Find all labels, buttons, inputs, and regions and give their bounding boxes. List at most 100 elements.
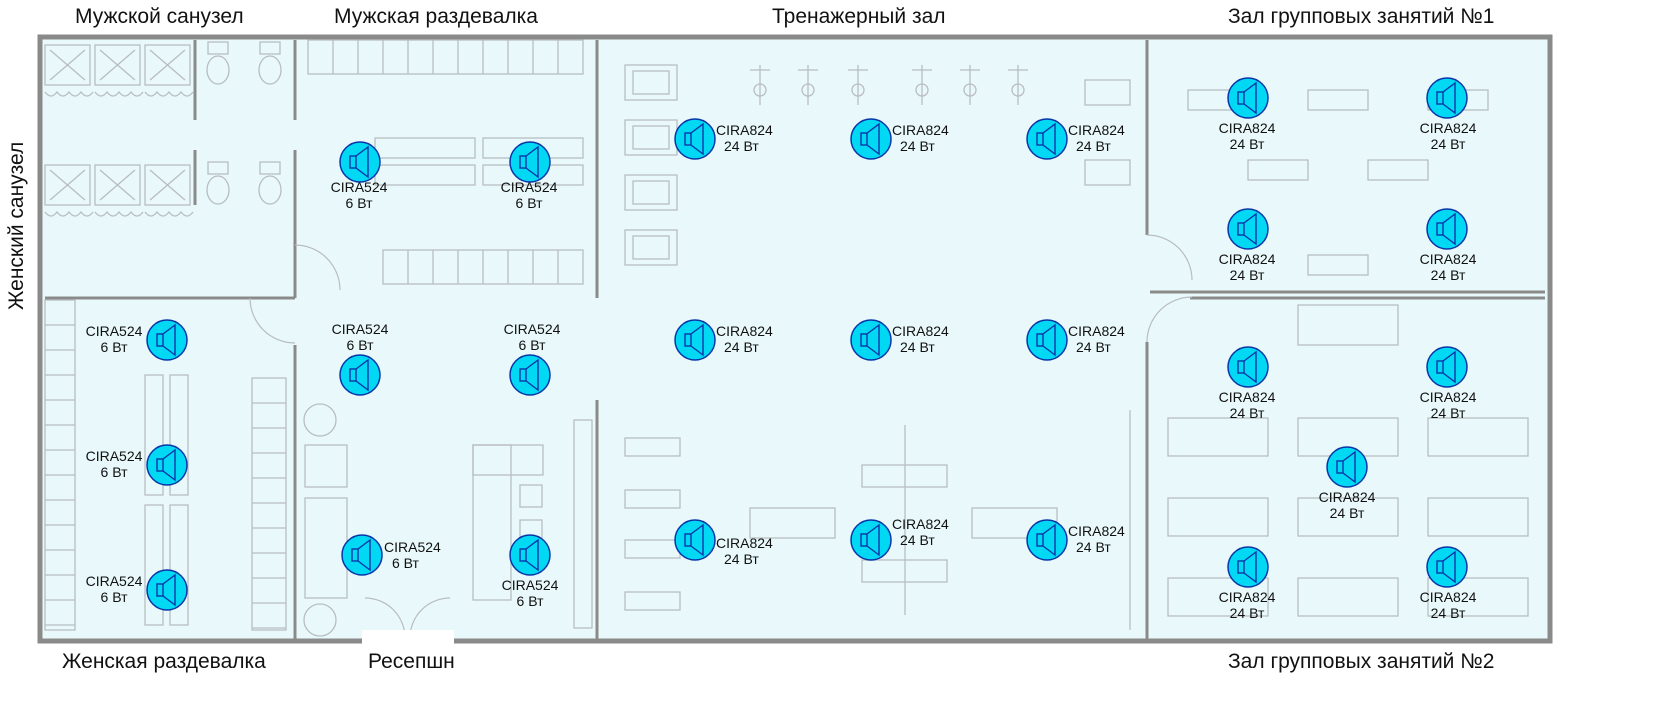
smith-machine — [861, 464, 948, 488]
speaker-icon — [146, 444, 188, 486]
speaker-icon — [1026, 319, 1068, 361]
speaker-icon — [146, 569, 188, 611]
toilet — [259, 41, 281, 55]
speaker-model-label: CIRA824 — [1420, 251, 1477, 267]
speaker-model-label: CIRA824 — [1219, 389, 1276, 405]
speaker-icon — [162, 448, 176, 482]
shower-cabin — [144, 44, 191, 86]
speaker-icon — [519, 548, 527, 562]
speaker-icon — [525, 145, 539, 179]
speaker-icon — [146, 319, 188, 361]
speaker-icon — [339, 354, 381, 396]
room-label-mens-locker: Мужская раздевалка — [334, 5, 538, 28]
speaker-model-label: CIRA524 — [86, 323, 143, 339]
speaker-power-label: 24 Вт — [1076, 138, 1111, 154]
speaker-icon — [162, 573, 176, 607]
speaker-icon — [1036, 333, 1044, 347]
speaker-icon — [349, 368, 357, 382]
speaker-model-label: CIRA824 — [1219, 120, 1276, 136]
room-label-gym: Тренажерный зал — [772, 5, 946, 28]
speaker-icon — [684, 533, 692, 547]
speaker-icon — [684, 333, 692, 347]
shower-cabin — [99, 169, 136, 201]
speaker-power-label: 24 Вт — [1431, 267, 1466, 283]
speaker-icon — [1436, 222, 1444, 236]
plant — [303, 603, 337, 637]
speaker-icon — [1227, 208, 1269, 250]
speaker-icon — [1342, 450, 1356, 484]
room-label-womens-locker: Женская раздевалка — [62, 650, 266, 673]
speaker-icon — [1237, 360, 1245, 374]
speaker-icon — [349, 155, 357, 169]
mat — [1167, 577, 1269, 617]
speaker-power-label: 24 Вт — [1431, 405, 1466, 421]
door-swing — [1146, 234, 1193, 281]
speaker-power-label: 24 Вт — [1431, 605, 1466, 621]
speaker-model-label: CIRA824 — [1068, 523, 1125, 539]
speaker-power-label: 6 Вт — [392, 555, 420, 571]
speaker-model-label: CIRA824 — [716, 122, 773, 138]
speaker-icon — [1243, 81, 1257, 115]
speaker-power-label: 24 Вт — [724, 551, 759, 567]
shower-curtain — [44, 90, 94, 97]
speaker-icon — [1426, 77, 1468, 119]
speaker-icon — [1042, 323, 1056, 357]
speaker-icon — [1426, 546, 1468, 588]
toilet — [206, 55, 230, 85]
speaker-power-label: 6 Вт — [101, 339, 129, 355]
weight-machine — [1084, 79, 1131, 106]
speaker-icon — [1243, 550, 1257, 584]
speaker-icon — [690, 523, 704, 557]
speaker-power-label: 6 Вт — [347, 337, 375, 353]
speaker-icon — [1426, 346, 1468, 388]
speaker-icon — [674, 319, 716, 361]
speaker-power-label: 6 Вт — [517, 593, 545, 609]
speaker-icon — [850, 118, 892, 160]
treadmill — [624, 64, 678, 101]
speaker-icon — [156, 458, 164, 472]
speaker-power-label: 24 Вт — [724, 339, 759, 355]
speaker-icon — [1227, 346, 1269, 388]
speaker-icon — [351, 548, 359, 562]
speaker-model-label: CIRA824 — [1420, 389, 1477, 405]
speaker-icon — [525, 358, 539, 392]
bench — [169, 504, 189, 626]
bench — [144, 504, 164, 626]
door-swing — [249, 297, 296, 344]
speaker-icon — [1326, 446, 1368, 488]
treadmill — [632, 70, 670, 95]
speaker-model-label: CIRA824 — [1420, 589, 1477, 605]
speaker-icon — [850, 519, 892, 561]
shower-cabin — [149, 169, 186, 201]
speaker-icon — [509, 141, 551, 183]
speaker-icon — [866, 523, 880, 557]
mat — [1427, 417, 1529, 457]
speaker-model-label: CIRA824 — [716, 535, 773, 551]
speaker-icon — [1237, 222, 1245, 236]
shower-curtain — [44, 210, 94, 217]
shower-curtain — [144, 90, 194, 97]
treadmill — [624, 174, 678, 211]
room-label-mens-wc: Мужской санузел — [75, 5, 244, 28]
speaker-power-label: 24 Вт — [1076, 339, 1111, 355]
speaker-icon — [1036, 132, 1044, 146]
shower-cabin — [99, 49, 136, 81]
speaker-icon — [1442, 550, 1456, 584]
speaker-icon — [1026, 519, 1068, 561]
speaker-icon — [509, 534, 551, 576]
speaker-icon — [1042, 523, 1056, 557]
speaker-icon — [860, 333, 868, 347]
speaker-icon — [860, 533, 868, 547]
toilet — [207, 41, 229, 55]
speaker-icon — [1237, 91, 1245, 105]
speaker-icon — [866, 122, 880, 156]
